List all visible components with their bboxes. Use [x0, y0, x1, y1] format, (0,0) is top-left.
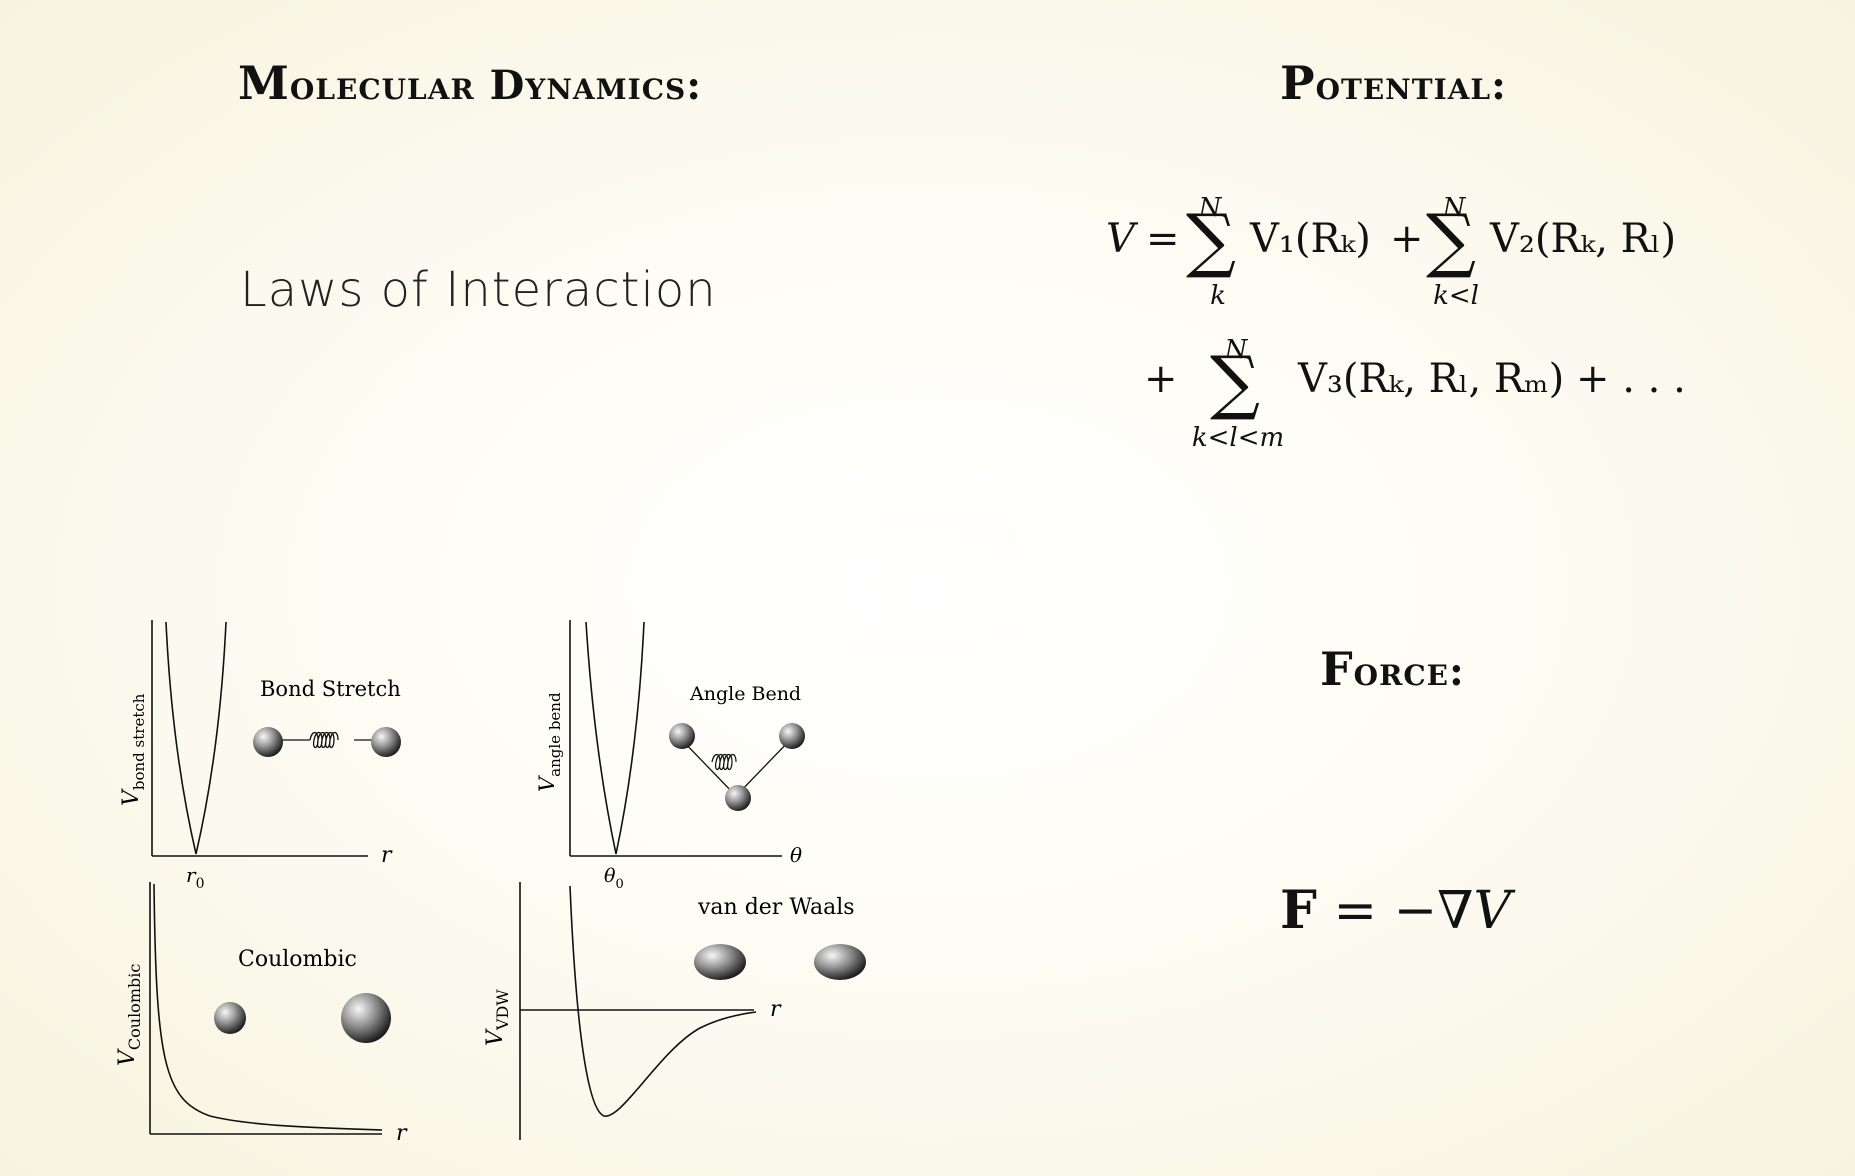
angle-bond-right	[735, 737, 793, 797]
force-V: V	[1473, 881, 1512, 941]
angle-potential-curve	[585, 621, 645, 855]
sum1-upper: N	[1198, 193, 1223, 223]
eq-plus-2: +	[1144, 356, 1178, 402]
angle-spring	[711, 753, 737, 771]
angle-atom-center	[725, 785, 751, 811]
angle-bond-left	[679, 737, 737, 797]
angle-x-label: θ	[790, 843, 802, 867]
coulombic-panel	[149, 882, 383, 1135]
bond-spring	[268, 731, 378, 749]
coulomb-y-label: VCoulombic	[115, 964, 144, 1066]
bond-stretch-panel	[151, 620, 378, 857]
molecular-dynamics-title: Molecular Dynamics:	[238, 56, 703, 110]
eq-V: V	[1106, 216, 1139, 262]
potential-title: Potential:	[1280, 56, 1507, 110]
eq-term2: V₂(Rₖ, Rₗ)	[1489, 216, 1676, 262]
angle-y-label: Vangle bend	[535, 692, 564, 792]
sum3-lower: k<l<m	[1192, 423, 1284, 453]
bond-x-label: r	[381, 843, 393, 868]
vdw-panel	[519, 882, 757, 1140]
sum1-lower: k	[1210, 281, 1226, 311]
eq-plus-1: +	[1390, 216, 1424, 262]
sum2-upper: N	[1442, 193, 1467, 223]
bond-stretch-label: Bond Stretch	[260, 677, 401, 701]
force-F: F	[1280, 880, 1317, 941]
sum-symbol-3: ∑	[1210, 341, 1260, 423]
eq-equals: =	[1146, 216, 1180, 262]
vdw-x-label: r	[770, 997, 782, 1022]
force-equation: F = −∇V	[1280, 880, 1511, 941]
bond-r0-label: r0	[186, 863, 204, 892]
force-equals: =	[1333, 881, 1378, 941]
sum-symbol-2: ∑	[1426, 199, 1476, 281]
force-title: Force:	[1320, 642, 1465, 696]
eq-term3: V₃(Rₖ, Rₗ, Rₘ)	[1297, 356, 1564, 402]
bond-atom-right	[371, 727, 401, 757]
angle-bend-panel	[569, 620, 793, 857]
bond-y-label: Vbond stretch	[119, 693, 148, 806]
coulomb-atom-small	[214, 1002, 246, 1034]
sum3-upper: N	[1224, 335, 1249, 365]
vdw-y-label: VVDW	[483, 989, 512, 1046]
angle-bend-label: Angle Bend	[689, 683, 801, 705]
coulomb-potential-curve	[153, 883, 383, 1131]
bond-atom-left	[253, 727, 283, 757]
angle-theta0-label: θ0	[604, 865, 624, 892]
eq-term1: V₁(Rₖ)	[1249, 216, 1371, 262]
bond-potential-curve	[165, 621, 227, 855]
eq-ellipsis: + . . .	[1576, 356, 1686, 402]
vdw-label: van der Waals	[697, 895, 855, 920]
interaction-diagrams: Bond Stretch r r0 Vbond stretch Angle Be…	[115, 620, 866, 1146]
sum2-lower: k<l	[1433, 281, 1479, 311]
coulomb-x-label: r	[396, 1121, 408, 1146]
coulombic-label: Coulombic	[238, 947, 357, 972]
sum-symbol-1: ∑	[1186, 199, 1236, 281]
angle-atom-right	[779, 723, 805, 749]
angle-atom-left	[669, 723, 695, 749]
force-minus-grad: −∇	[1393, 881, 1474, 941]
potential-equation: V = ∑ N k V₁(Rₖ) + ∑ N k<l V₂(Rₖ, Rₗ) + …	[1106, 193, 1686, 453]
laws-of-interaction-subtitle: Laws of Interaction	[240, 262, 717, 318]
coulomb-atom-large	[341, 993, 391, 1043]
vdw-atom-left	[694, 944, 746, 980]
vdw-potential-curve	[569, 885, 757, 1117]
vdw-atom-right	[814, 944, 866, 980]
